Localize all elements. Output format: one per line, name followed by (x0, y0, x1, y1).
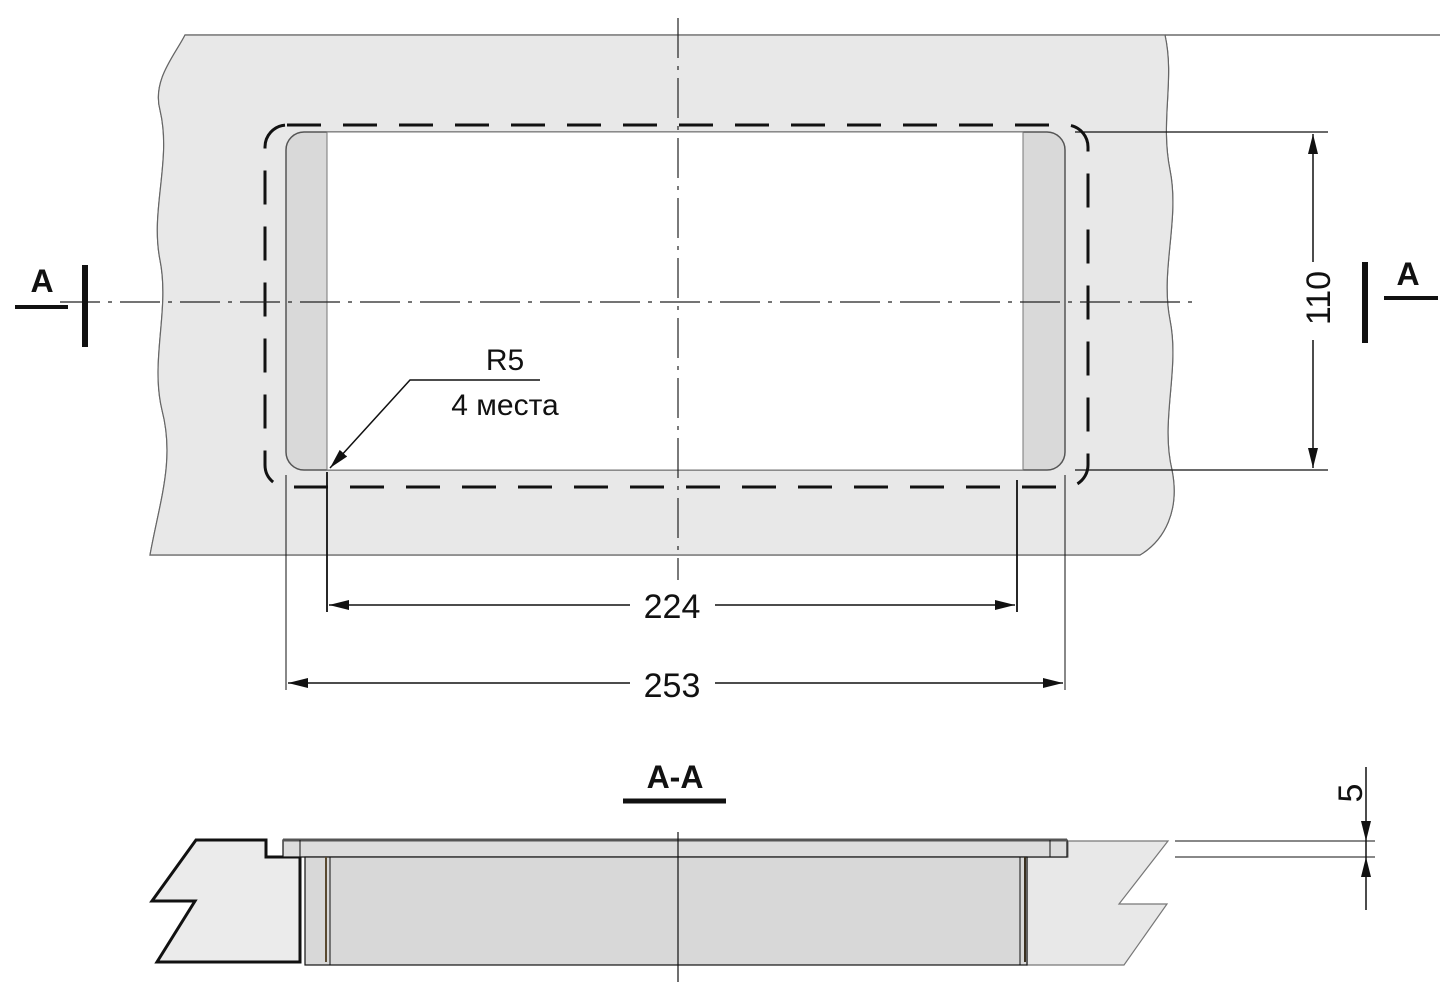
svg-text:4 места: 4 места (451, 389, 559, 422)
svg-text:R5: R5 (486, 344, 524, 377)
insert-body (304, 856, 1028, 966)
section-mark-right: A (1362, 256, 1438, 343)
svg-text:A: A (30, 263, 53, 299)
insert-flange (282, 839, 1068, 858)
svg-text:110: 110 (1300, 271, 1338, 325)
cutout-outline (263, 123, 1090, 489)
dimension-inner-width: 224 (326, 472, 1018, 626)
dimension-flange-thickness: 5 (1175, 767, 1375, 910)
svg-text:224: 224 (644, 588, 701, 626)
radius-callout: R5 4 места (329, 344, 559, 469)
svg-text:253: 253 (644, 667, 701, 705)
section-mark-left: A (15, 263, 88, 347)
dimension-height: 110 (1075, 131, 1338, 471)
dimension-outer-width: 253 (285, 475, 1066, 705)
worktop-right-section (1026, 840, 1170, 966)
svg-text:A: A (1396, 256, 1419, 292)
svg-text:5: 5 (1332, 784, 1370, 803)
plan-view: A A R5 4 места 110 22 (15, 18, 1440, 705)
section-title: A-A (647, 759, 704, 795)
section-view: A-A 5 (149, 759, 1375, 982)
worktop-left-section (149, 838, 302, 964)
insert-opening (326, 131, 1024, 471)
